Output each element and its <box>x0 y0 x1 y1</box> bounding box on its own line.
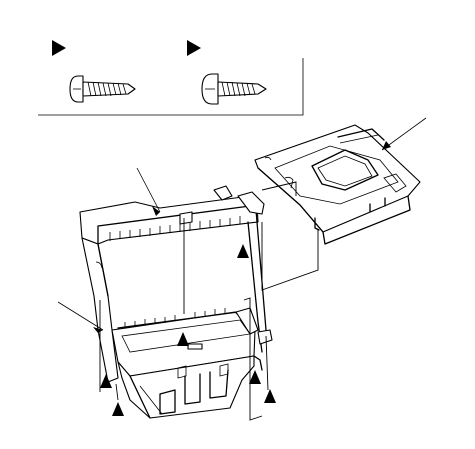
arrowhead-icon <box>152 206 160 216</box>
pan-head-screw-icon <box>69 75 136 103</box>
triangle-marker-icon <box>187 40 201 56</box>
screw-markers <box>100 244 276 416</box>
legend-frame <box>38 58 304 116</box>
triangle-marker-icon <box>249 370 261 384</box>
triangle-marker-icon <box>237 244 249 258</box>
triangle-marker-icon <box>177 332 189 346</box>
triangle-marker-icon <box>100 374 112 388</box>
callout-line-top-right <box>381 117 427 151</box>
pan-head-tapping-screw-icon <box>201 73 267 105</box>
center-console-icon <box>79 185 273 419</box>
arrowhead-icon <box>382 141 391 150</box>
triangle-marker-icon <box>52 40 66 56</box>
screw-legend-box <box>38 40 304 116</box>
center-slot <box>187 343 203 350</box>
callout-line-left <box>57 301 104 331</box>
arrowhead-icon <box>93 327 103 333</box>
callout-line-top-left <box>136 167 161 213</box>
wire-harness-icon <box>99 181 319 421</box>
triangle-marker-icon <box>264 389 276 403</box>
triangle-marker-icon <box>112 402 124 416</box>
callout-lines <box>57 117 427 333</box>
shift-panel-icon <box>254 124 421 245</box>
